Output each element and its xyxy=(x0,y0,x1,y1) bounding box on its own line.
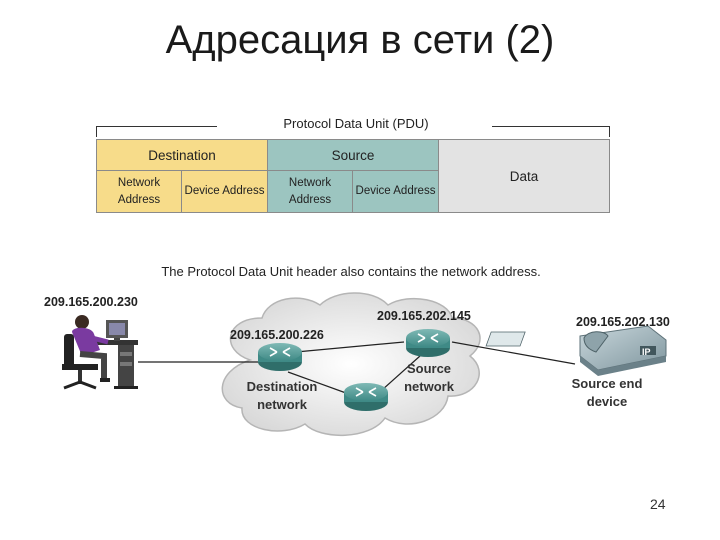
pdu-bracket-left xyxy=(96,126,217,137)
router-icon xyxy=(406,329,450,357)
pdu-dest-network-address: Network Address xyxy=(96,170,182,213)
slide-title: Адресация в сети (2) xyxy=(165,18,555,62)
pdu-src-network-address: Network Address xyxy=(267,170,353,213)
pdu-data-segment: Data xyxy=(438,139,610,213)
source-end-device-label: Source end device xyxy=(571,376,643,409)
link-router-router-top xyxy=(295,341,405,353)
phone-ip-address: 209.165.202.130 xyxy=(576,315,670,329)
router-icon xyxy=(344,383,388,411)
host-ip-address: 209.165.200.230 xyxy=(44,295,138,309)
ip-phone-icon xyxy=(485,325,667,376)
pdu-src-device-address: Device Address xyxy=(352,170,439,213)
network-cloud xyxy=(221,292,481,436)
router-icon xyxy=(258,343,302,371)
src-router-ip-address: 209.165.202.145 xyxy=(377,309,471,323)
pdu-source-header: Source xyxy=(267,139,439,171)
link-router-phone xyxy=(451,341,576,365)
pdu-note: The Protocol Data Unit header also conta… xyxy=(161,264,541,279)
phone-ip-badge: IP xyxy=(642,347,651,357)
link-router-router-right xyxy=(381,355,421,391)
dest-router-ip-address: 209.165.200.226 xyxy=(230,328,324,342)
destination-network-label: Destination network xyxy=(246,379,318,412)
workstation-user-icon xyxy=(62,315,138,390)
page-number: 24 xyxy=(650,496,666,512)
source-network-label: Source network xyxy=(404,361,454,394)
pdu-caption: Protocol Data Unit (PDU) xyxy=(283,116,429,131)
pdu-dest-device-address: Device Address xyxy=(181,170,268,213)
link-router-router-bottom xyxy=(287,371,347,394)
pdu-bracket-right xyxy=(492,126,610,137)
